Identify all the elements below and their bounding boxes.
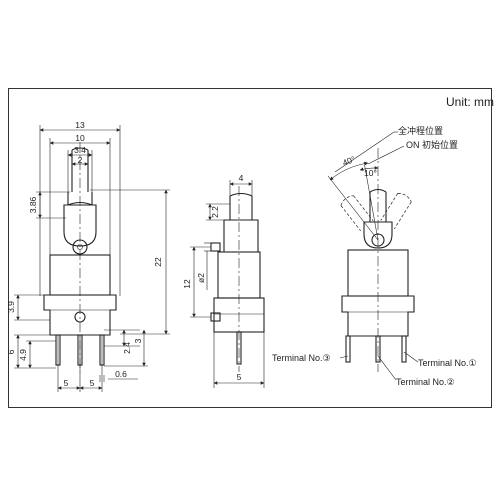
dim-bottom-width: 5 — [237, 372, 242, 382]
dim-actuator-tip: 2 — [78, 155, 83, 165]
dim-actuator-width: 3.4 — [74, 145, 86, 155]
side-view: 4 2.2 12 ø2 5 — [182, 173, 265, 388]
label-terminal-1: Terminal No.① — [418, 358, 477, 368]
dim-terminal-thickness: 0.6 — [115, 369, 127, 379]
dim-pitch-left: 5 — [64, 378, 69, 388]
dim-height-total: 22 — [153, 257, 163, 267]
angle-full-stroke: 40° — [341, 154, 357, 168]
dim-pitch-right: 5 — [90, 378, 95, 388]
label-terminal-3: Terminal No.③ — [272, 353, 331, 363]
right-view: 40° 10° 全冲程位置 ON 初始位置 Terminal No.③ Term… — [272, 125, 477, 387]
dim-total-width: 13 — [75, 120, 85, 130]
angle-on-position: 10° — [364, 168, 377, 178]
dim-inner-width: 10 — [75, 133, 85, 143]
dim-terminal-length: 6 — [6, 349, 16, 354]
dim-hole-spacing: 12 — [182, 279, 192, 289]
unit-label: Unit: mm — [446, 95, 494, 109]
label-on-position: ON 初始位置 — [406, 139, 458, 150]
dim-terminal-step: 2.4 — [122, 342, 132, 354]
label-terminal-2: Terminal No.② — [396, 377, 455, 387]
drawing-frame — [8, 88, 492, 408]
front-view: 13 10 3.4 2 3.86 22 3.9 — [6, 120, 170, 392]
dim-terminal-end: 3 — [133, 338, 143, 343]
dim-step: 2.2 — [210, 206, 220, 218]
label-full-stroke: 全冲程位置 — [398, 125, 443, 136]
dim-terminal-offset: 4.9 — [18, 349, 28, 361]
dim-hole-diameter: ø2 — [196, 273, 206, 283]
dim-actuator-side: 3.86 — [28, 196, 38, 213]
dim-top-width: 4 — [239, 173, 244, 183]
dim-base-height: 3.9 — [6, 301, 16, 313]
